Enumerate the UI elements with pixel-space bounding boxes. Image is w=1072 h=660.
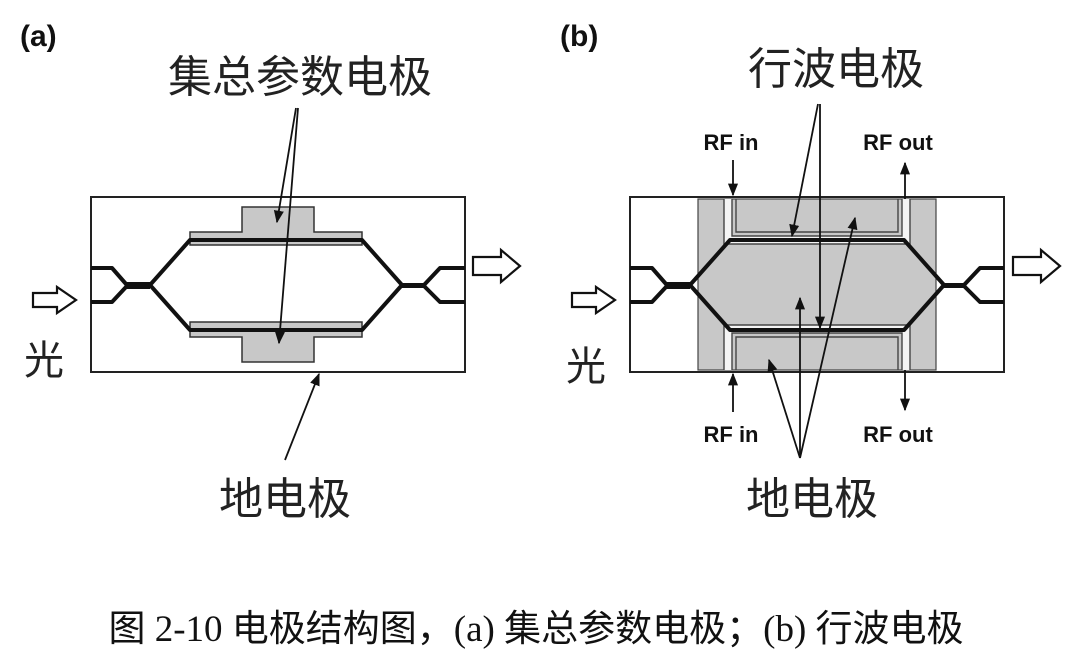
panel-a: (a) 集总参数电极 地电极 光	[20, 20, 522, 525]
pointer-arrow-a-bottom	[274, 107, 299, 345]
rf-in-bottom-label: RF in	[704, 422, 759, 447]
rf-in-top-label: RF in	[704, 130, 759, 155]
light-label-b: 光	[566, 344, 606, 390]
panel-a-label: (a)	[20, 20, 57, 53]
waveguide-b	[630, 238, 1004, 332]
rf-out-bottom-label: RF out	[863, 422, 933, 447]
ground-pointer-b-1	[767, 358, 801, 459]
ground-pointer-b-3	[799, 216, 858, 459]
ground-electrode-region-b	[697, 198, 937, 371]
light-in-arrow-b	[570, 284, 617, 316]
panel-b-label: (b)	[560, 20, 598, 53]
light-out-arrow-b	[1011, 247, 1062, 285]
ground-electrode-label-b: 地电极	[746, 474, 878, 525]
panel-b: (b) 行波电极 RF in	[560, 20, 1062, 525]
ground-pointer-arrow-a	[284, 372, 320, 461]
figure-caption: 图 2-10 电极结构图，(a) 集总参数电极；(b) 行波电极	[108, 609, 964, 650]
waveguide-a	[91, 238, 465, 332]
light-label-a: 光	[24, 338, 64, 384]
lumped-electrode-label: 集总参数电极	[168, 52, 432, 103]
rf-out-top-label: RF out	[863, 130, 933, 155]
pointer-arrow-a-top	[273, 107, 297, 224]
traveling-pointer-top	[789, 103, 819, 238]
ground-electrode-label-a: 地电极	[219, 474, 351, 525]
light-in-arrow-a	[31, 284, 78, 316]
light-out-arrow-a	[471, 247, 522, 285]
traveling-wave-electrode-label: 行波电极	[748, 44, 924, 95]
lumped-electrode-top	[189, 206, 363, 246]
